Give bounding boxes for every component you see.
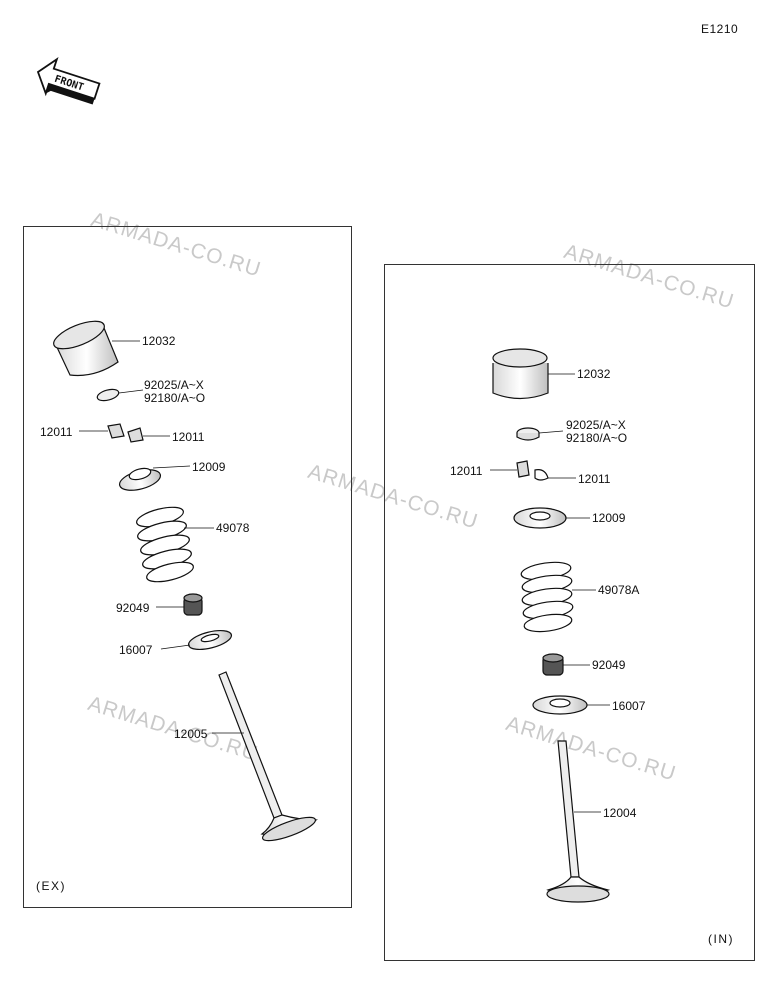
ex-tappet-label: 12032 [142,334,176,348]
ex-shim2-label: 92180/A~O [144,391,206,405]
in-spring-icon [520,561,574,633]
ex-tappet-icon [53,320,119,377]
in-seal-icon [542,653,564,676]
in-shim2-label: 92180/A~O [566,431,628,445]
in-panel-tag: (IN) [708,932,734,946]
ex-leader-lines [79,340,244,734]
in-cotter-left-icon [516,460,530,478]
in-spring-seat-icon [532,695,588,715]
in-cotter-right-icon [534,469,549,481]
ex-shim-label: 92025/A~X [144,378,204,392]
ex-panel-tag: (EX) [36,879,66,893]
ex-cotter-right-icon [127,427,144,443]
exhaust-panel [23,226,352,908]
in-spring-seat-label: 16007 [612,699,646,713]
ex-retainer-icon [118,467,162,491]
diagram-code: E1210 [701,22,739,36]
in-spring-label: 49078A [598,583,640,597]
ex-spring-icon [136,506,194,583]
in-tappet-icon [492,348,549,400]
ex-cotter-left-icon [107,423,125,439]
ex-retainer-label: 12009 [192,460,226,474]
ex-spring-seat-label: 16007 [119,643,153,657]
ex-spring-label: 49078 [216,521,250,535]
ex-cotter-right-label: 12011 [172,430,205,444]
ex-seal-label: 92049 [116,601,150,615]
in-retainer-icon [513,507,567,529]
in-tappet-label: 12032 [577,367,611,381]
in-seal-label: 92049 [592,658,626,672]
in-shim-icon [516,427,540,441]
in-cotter-left-label: 12011 [450,464,483,478]
in-cotter-right-label: 12011 [578,472,611,486]
ex-valve-icon [218,671,318,842]
ex-spring-seat-icon [187,629,233,651]
in-retainer-label: 12009 [592,511,626,525]
in-valve-label: 12004 [603,806,637,820]
in-leader-lines [490,373,610,813]
ex-valve-label: 12005 [174,727,208,741]
in-shim-label: 92025/A~X [566,418,626,432]
in-valve-icon [546,740,611,903]
ex-shim-icon [96,388,120,402]
ex-cotter-left-label: 12011 [40,425,73,439]
intake-panel [384,264,755,961]
ex-seal-icon [183,593,203,616]
